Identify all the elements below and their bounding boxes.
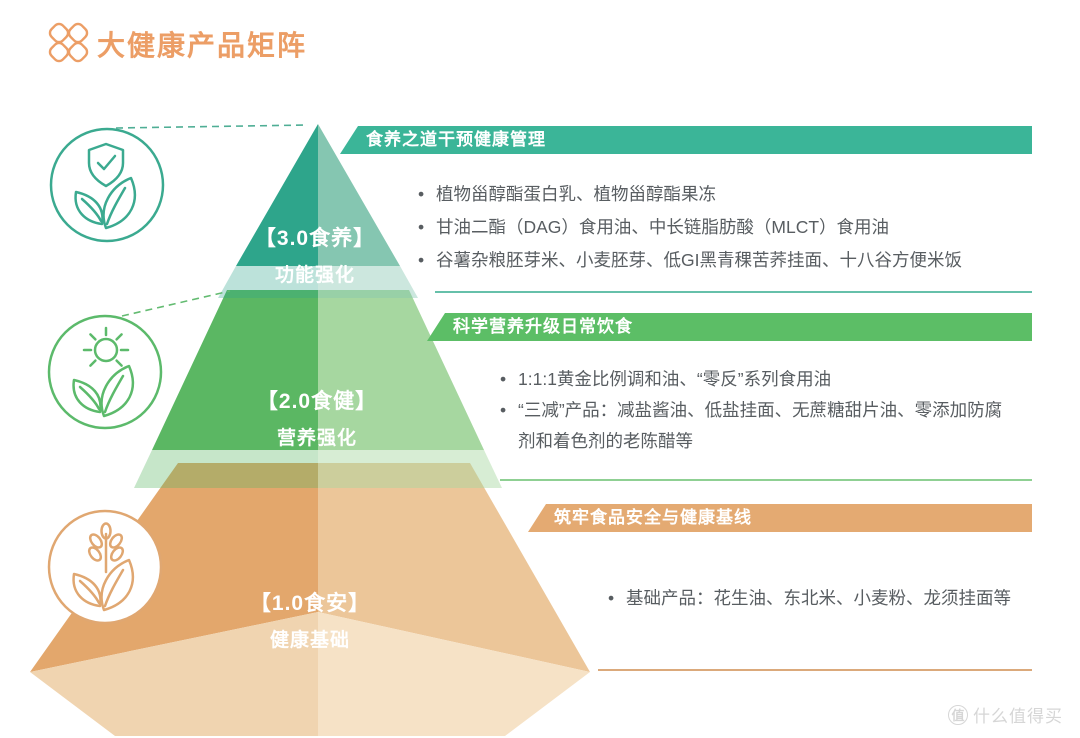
shield-check-with-leaves-icon — [49, 127, 165, 243]
tier-1-0-name: 【1.0食安】 — [249, 592, 371, 615]
tier-label-2-0: 【2.0食健】 营养强化 — [197, 385, 437, 450]
section-divider-teal — [435, 291, 1032, 293]
tier-3-0-subtitle: 功能强化 — [274, 265, 355, 286]
dashed-connector-tier3 — [115, 124, 309, 129]
bullet-item: 基础产品：花生油、东北米、小麦粉、龙须挂面等 — [606, 585, 1046, 611]
wheat-with-leaves-icon — [47, 509, 163, 625]
smzdm-watermark: 值 什么值得买 — [948, 702, 1063, 727]
bullet-item: 植物甾醇酯蛋白乳、植物甾醇酯果冻 — [416, 178, 1026, 211]
section-bullets-3-0: 植物甾醇酯蛋白乳、植物甾醇酯果冻 甘油二酯（DAG）食用油、中长链脂肪酸（MLC… — [416, 178, 1026, 277]
tier-label-1-0: 【1.0食安】 健康基础 — [190, 587, 430, 652]
section-divider-tan — [598, 669, 1032, 671]
four-petal-flower-icon — [48, 22, 89, 63]
page-title: 大健康产品矩阵 — [97, 30, 308, 61]
smzdm-watermark-text: 什么值得买 — [973, 707, 1063, 726]
dashed-connector-tier2 — [121, 290, 231, 317]
section-bullets-2-0: 1:1:1黄金比例调和油、“零反”系列食用油 “三减”产品：减盐酱油、低盐挂面、… — [498, 364, 1003, 457]
tier-3-0-name: 【3.0食养】 — [254, 227, 376, 250]
smzdm-badge-icon: 值 — [948, 704, 968, 725]
section-bullets-1-0: 基础产品：花生油、东北米、小麦粉、龙须挂面等 — [606, 585, 1046, 611]
section-header-food-nutrition-management: 食养之道干预健康管理 — [340, 126, 1032, 154]
pyramid-tier-2-0 — [134, 290, 502, 488]
tier-1-0-subtitle: 健康基础 — [269, 630, 350, 651]
pyramid-tier-3-0 — [218, 124, 418, 298]
bullet-item: 谷薯杂粮胚芽米、小麦胚芽、低GI黑青稞苦荞挂面、十八谷方便米饭 — [416, 244, 1026, 277]
tier-label-3-0: 【3.0食养】 功能强化 — [195, 222, 435, 287]
bullet-item: 1:1:1黄金比例调和油、“零反”系列食用油 — [498, 364, 1003, 395]
sun-with-leaves-icon — [47, 314, 163, 430]
section-header-food-safety-baseline: 筑牢食品安全与健康基线 — [528, 504, 1032, 532]
tier-2-0-subtitle: 营养强化 — [276, 428, 357, 449]
section-divider-green — [500, 479, 1032, 481]
bullet-item: “三减”产品：减盐酱油、低盐挂面、无蔗糖甜片油、零添加防腐剂和着色剂的老陈醋等 — [498, 395, 1003, 457]
bullet-item: 甘油二酯（DAG）食用油、中长链脂肪酸（MLCT）食用油 — [416, 211, 1026, 244]
tier-2-0-name: 【2.0食健】 — [256, 390, 378, 413]
section-header-scientific-nutrition: 科学营养升级日常饮食 — [427, 313, 1032, 341]
